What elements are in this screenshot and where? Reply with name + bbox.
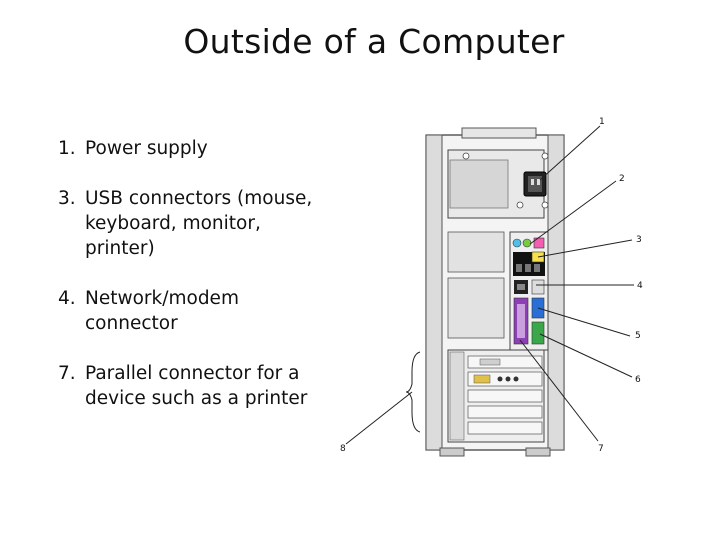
callout-5: 5 [635, 331, 641, 341]
legend-text: Parallel connector for a device such as … [85, 363, 308, 409]
legend-text: Network/modem connector [85, 288, 239, 334]
callout-numbers: 1 2 3 4 5 6 7 8 [340, 117, 643, 454]
legend-item-usb-connectors: 3. USB connectors (mouse, keyboard, moni… [58, 186, 318, 261]
callout-6: 6 [635, 375, 641, 385]
legend-number: 1. [58, 138, 76, 159]
legend-text: USB connectors (mouse, keyboard, monitor… [85, 188, 313, 259]
callout-3: 3 [636, 235, 642, 245]
legend-text: Power supply [85, 138, 208, 159]
legend-item-parallel-connector: 7. Parallel connector for a device such … [58, 361, 318, 411]
leader-lines [345, 125, 634, 445]
power-supply [447, 149, 549, 219]
callout-8: 8 [340, 444, 346, 454]
callout-1: 1 [599, 117, 605, 127]
legend-number: 4. [58, 288, 76, 309]
callout-4: 4 [637, 281, 643, 291]
legend-number: 3. [58, 188, 76, 209]
callout-7: 7 [598, 444, 604, 454]
legend-item-power-supply: 1. Power supply [58, 136, 318, 161]
callout-2: 2 [619, 174, 625, 184]
io-panel [509, 231, 549, 351]
legend-item-network-connector: 4. Network/modem connector [58, 286, 318, 336]
legend-list: 1. Power supply 3. USB connectors (mouse… [58, 136, 318, 436]
legend-number: 7. [58, 363, 76, 384]
vent-panels [447, 231, 505, 339]
slide-title: Outside of a Computer [183, 22, 565, 61]
expansion-slots [447, 349, 545, 443]
